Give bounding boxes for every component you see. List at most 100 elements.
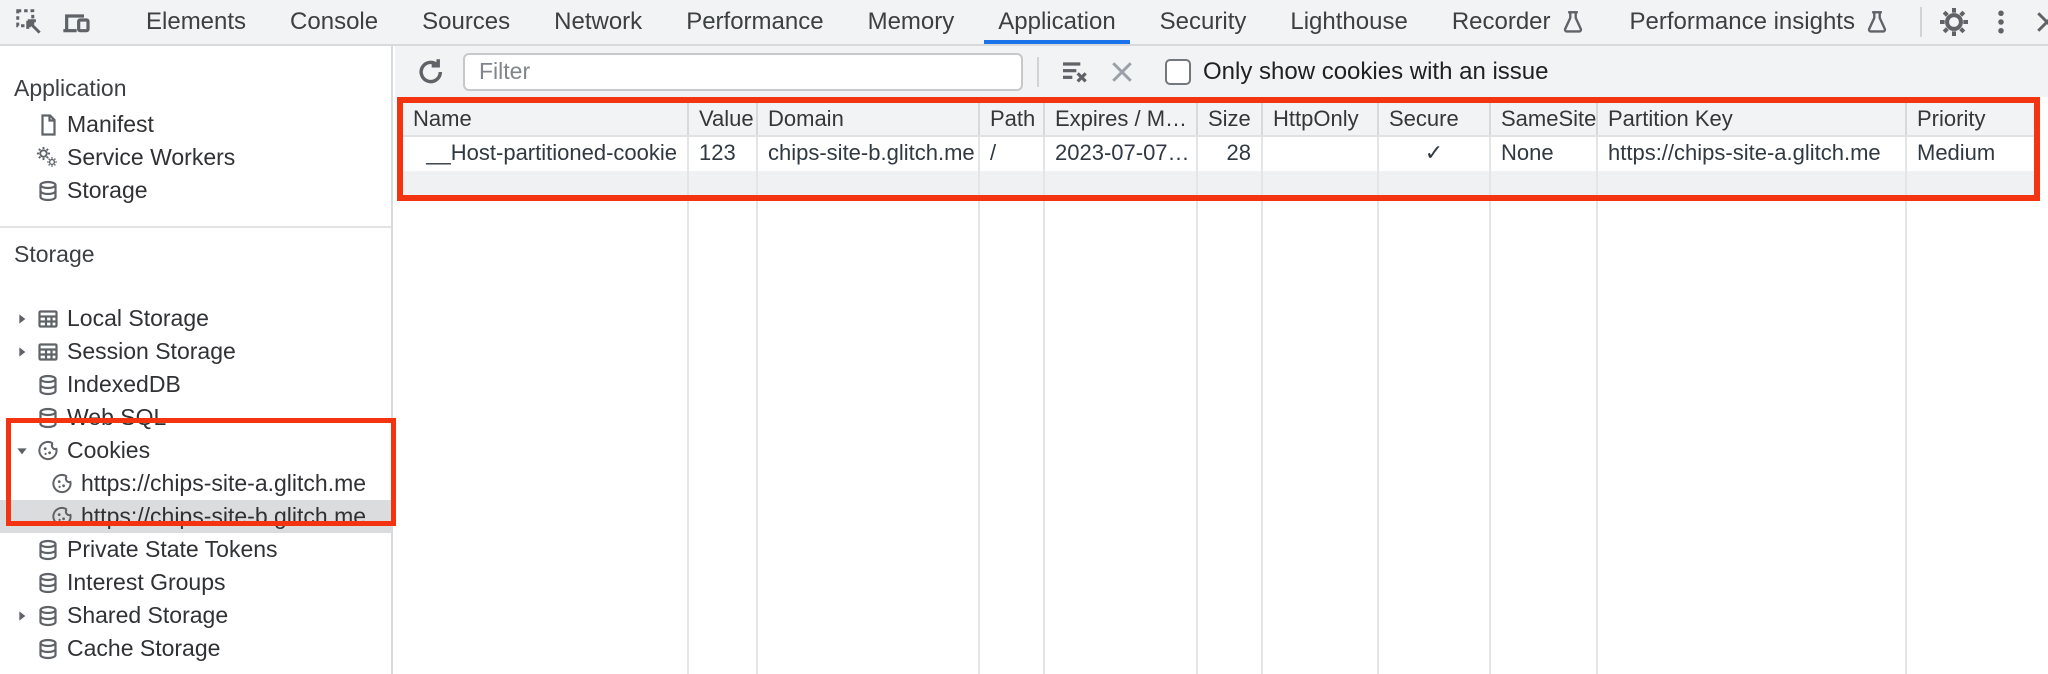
panel-tabs: Elements Console Sources Network Perform… (124, 0, 1912, 44)
triangle-right-icon (19, 314, 25, 323)
more-options-button[interactable] (1978, 0, 2024, 44)
sidebar-item-indexeddb[interactable]: IndexedDB (0, 368, 391, 401)
arrow-slot (14, 141, 36, 174)
sidebar-item-manifest[interactable]: Manifest (0, 108, 391, 141)
expand-arrow[interactable] (14, 302, 36, 335)
column-header-size[interactable]: Size (1198, 103, 1263, 135)
sidebar-item-label: Interest Groups (67, 569, 226, 595)
filter-input[interactable] (463, 52, 1023, 91)
column-header-domain[interactable]: Domain (758, 103, 980, 135)
experiment-flask-icon (1864, 9, 1890, 35)
sidebar-item-label: Web SQL (67, 404, 167, 430)
tab-elements[interactable]: Elements (146, 8, 247, 35)
cookie-cell-domain: chips-site-b.glitch.me (758, 137, 980, 171)
cookie-icon (36, 439, 60, 463)
column-header-secure[interactable]: Secure (1379, 103, 1491, 135)
cookie-cell-expires: 2023-07-07… (1045, 137, 1198, 171)
table-icon (36, 307, 60, 331)
sidebar-item-label: Shared Storage (67, 602, 229, 628)
kebab-menu-icon (1998, 11, 2004, 34)
arrow-slot (14, 174, 36, 207)
tab-console[interactable]: Console (290, 8, 379, 35)
sidebar-item-cache-storage[interactable]: Cache Storage (0, 632, 391, 665)
cookie-cell-name: __Host-partitioned-cookie (403, 137, 689, 171)
column-header-expires[interactable]: Expires / M… (1045, 103, 1198, 135)
sidebar-item-private-state-tokens[interactable]: Private State Tokens (0, 533, 391, 566)
expand-arrow[interactable] (14, 335, 36, 368)
column-header-priority[interactable]: Priority (1917, 106, 1986, 131)
document-icon (36, 113, 60, 137)
sidebar-item-interest-groups[interactable]: Interest Groups (0, 566, 391, 599)
column-header-partition-key[interactable]: Partition Key (1598, 103, 1907, 135)
tab-lighthouse[interactable]: Lighthouse (1290, 8, 1408, 35)
sidebar-item-storage[interactable]: Storage (0, 174, 391, 207)
database-icon (36, 571, 60, 595)
sidebar-item-label: https://chips-site-a.glitch.me (81, 470, 367, 496)
arrow-slot (14, 566, 36, 599)
clear-list-icon (1063, 64, 1086, 81)
cookie-row[interactable]: __Host-partitioned-cookie 123 chips-site… (403, 137, 2034, 171)
table-icon (36, 340, 60, 364)
cookie-cell-samesite: None (1491, 137, 1598, 171)
close-icon (2038, 13, 2048, 31)
expand-arrow[interactable] (14, 599, 36, 632)
tab-performance-insights-label: Performance insights (1629, 8, 1855, 35)
table-empty-area (403, 201, 2034, 674)
column-header-path[interactable]: Path (980, 103, 1045, 135)
sidebar-item-label: Service Workers (67, 144, 236, 170)
collapse-arrow[interactable] (14, 434, 36, 467)
tab-sources[interactable]: Sources (422, 8, 511, 35)
cookies-toolbar: Only show cookies with an issue (395, 46, 2048, 97)
refresh-button[interactable] (407, 50, 455, 94)
cookie-icon (50, 472, 74, 496)
database-icon (36, 373, 60, 397)
only-issue-checkbox[interactable] (1165, 58, 1191, 85)
close-devtools-button[interactable] (2024, 0, 2048, 44)
sidebar-item-cookies-site-a[interactable]: https://chips-site-a.glitch.me (0, 467, 391, 500)
delete-selected-button[interactable] (1099, 50, 1145, 94)
experiment-flask-icon (1560, 9, 1586, 35)
inspect-element-button[interactable] (6, 0, 52, 44)
column-header-name[interactable]: Name (403, 103, 689, 135)
toolbar-separator (1037, 56, 1039, 87)
device-toolbar-button[interactable] (52, 0, 100, 44)
cookie-cell-path: / (980, 137, 1045, 171)
sidebar-item-cookies[interactable]: Cookies (0, 434, 391, 467)
sidebar-item-label: Cache Storage (67, 635, 221, 661)
database-icon (36, 604, 60, 628)
sidebar-item-local-storage[interactable]: Local Storage (0, 302, 391, 335)
tab-performance-insights[interactable]: Performance insights (1608, 0, 1912, 44)
cookies-panel: Only show cookies with an issue Name Val… (395, 46, 2048, 674)
sidebar-item-web-sql[interactable]: Web SQL (0, 401, 391, 434)
sidebar-divider (0, 226, 391, 228)
column-header-httponly[interactable]: HttpOnly (1263, 103, 1379, 135)
only-issue-label: Only show cookies with an issue (1203, 57, 1549, 85)
reload-icon (421, 59, 440, 81)
gears-icon (36, 146, 60, 170)
sidebar-item-label: https://chips-site-b.glitch.me (81, 503, 367, 529)
tab-memory[interactable]: Memory (867, 8, 955, 35)
cookie-cell-size: 28 (1198, 137, 1263, 171)
tab-security[interactable]: Security (1159, 8, 1247, 35)
tab-application[interactable]: Application (976, 0, 1137, 44)
sidebar-item-service-workers[interactable]: Service Workers (0, 141, 391, 174)
cookie-cell-httponly (1263, 137, 1379, 171)
arrow-slot (14, 368, 36, 401)
settings-button[interactable] (1930, 0, 1978, 44)
sidebar-item-session-storage[interactable]: Session Storage (0, 335, 391, 368)
column-header-samesite[interactable]: SameSite (1491, 103, 1598, 135)
sidebar-section-application: Application (14, 75, 127, 101)
clear-all-cookies-button[interactable] (1051, 50, 1099, 94)
tabbar-separator (1919, 7, 1922, 37)
cookie-cell-secure: ✓ (1379, 137, 1491, 171)
tab-recorder[interactable]: Recorder (1430, 0, 1608, 44)
column-header-value[interactable]: Value (689, 103, 758, 135)
triangle-right-icon (19, 611, 25, 620)
triangle-right-icon (19, 347, 25, 356)
tab-performance[interactable]: Performance (686, 8, 824, 35)
tab-network[interactable]: Network (554, 8, 643, 35)
sidebar-item-cookies-site-b[interactable]: https://chips-site-b.glitch.me (0, 500, 391, 533)
sidebar-item-shared-storage[interactable]: Shared Storage (0, 599, 391, 632)
devtools-tabbar: Elements Console Sources Network Perform… (0, 0, 2048, 46)
sidebar-item-label: Session Storage (67, 338, 236, 364)
